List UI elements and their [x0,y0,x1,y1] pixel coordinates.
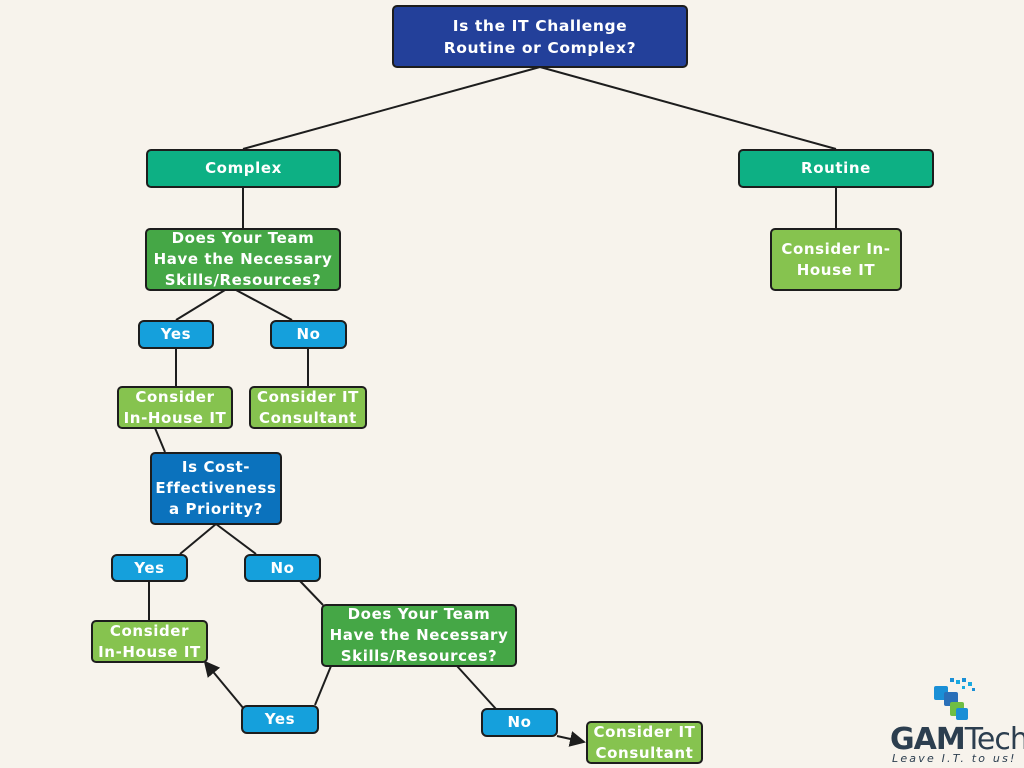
gamtech-logo-icon [934,678,975,720]
root-question-node: Is the IT Challenge Routine or Complex? [392,5,688,68]
line-skills2-no3 [456,665,497,710]
consider-consultant-node-1: Consider IT Consultant [249,386,367,429]
line-inhouse1-cost [154,427,166,453]
yes-node-1: Yes [138,320,214,349]
line-cost-no2 [215,523,257,555]
line-no2-skills2 [299,580,324,606]
no-node-3: No [481,708,558,737]
brand-name-bold: GAM [890,722,966,757]
consider-inhouse-node-1: Consider In-House IT [117,386,233,429]
line-cost-yes2 [179,523,217,555]
line-root-routine [539,66,837,150]
no-node-1: No [270,320,347,349]
yes-node-2: Yes [111,554,188,582]
brand-name-regular: Tech [964,722,1024,757]
brand-tagline: Leave I.T. to us! [892,752,1017,765]
line-skills2-yes3 [314,665,332,706]
skills-question-node-2: Does Your Team Have the Necessary Skills… [321,604,517,667]
line-root-complex [242,66,541,150]
consider-consultant-node-2: Consider IT Consultant [586,721,703,764]
consider-inhouse-node-2: Consider In-House IT [91,620,208,663]
complex-node: Complex [146,149,341,188]
cost-effectiveness-question-node: Is Cost- Effectiveness a Priority? [150,452,282,525]
no-node-2: No [244,554,321,582]
brand-name: GAMTech [890,723,1024,757]
skills-question-node-1: Does Your Team Have the Necessary Skills… [145,228,341,291]
line-no3-consultant2 [556,731,586,747]
routine-consider-inhouse-node: Consider In- House IT [770,228,902,291]
routine-node: Routine [738,149,934,188]
yes-node-3: Yes [241,705,319,734]
line-skills1-yes1 [175,289,226,321]
line-skills1-no1 [235,289,293,321]
line-yes3-inhouse2 [203,660,245,710]
